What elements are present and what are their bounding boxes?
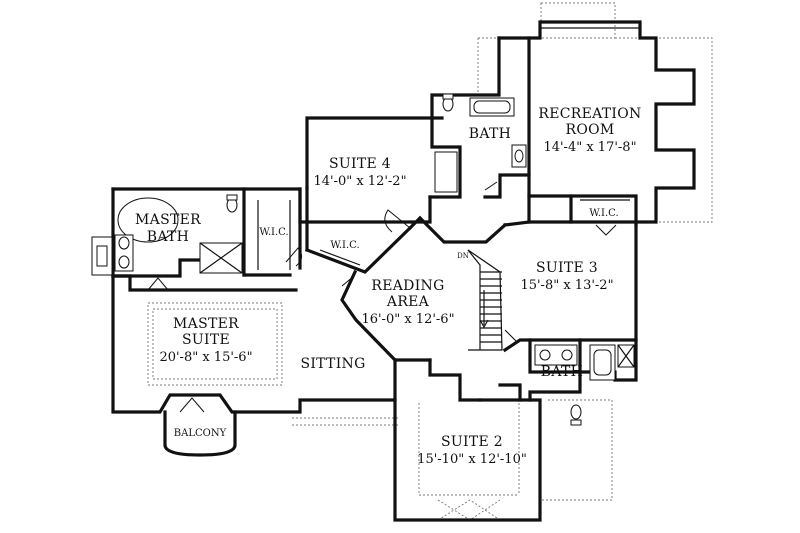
recreation-room-name-2: ROOM bbox=[565, 122, 614, 138]
wic-master-name: W.I.C. bbox=[259, 227, 288, 238]
wic-suite4-name: W.I.C. bbox=[330, 240, 359, 251]
suite2-dims: 15'-10" x 12'-10" bbox=[417, 452, 527, 467]
balcony-name: BALCONY bbox=[174, 428, 227, 439]
reading-area-dims: 16'-0" x 12'-6" bbox=[361, 312, 454, 327]
suite3-name: SUITE 3 bbox=[536, 260, 598, 276]
wic-rec-name: W.I.C. bbox=[589, 208, 618, 219]
suite2-name: SUITE 2 bbox=[441, 434, 503, 450]
suite4-name: SUITE 4 bbox=[329, 156, 391, 172]
walls bbox=[111, 20, 696, 522]
master-suite-dims: 20'-8" x 15'-6" bbox=[159, 350, 252, 365]
suite3-dims: 15'-8" x 13'-2" bbox=[520, 278, 613, 293]
master-bath-name-2: BATH bbox=[147, 229, 189, 245]
bath-right-name: BATH bbox=[541, 364, 583, 380]
room-labels: RECREATION ROOM 14'-4" x 17'-8" BATH SUI… bbox=[135, 106, 641, 467]
stair-dn-label: DN bbox=[457, 252, 469, 260]
reading-area-name-1: READING bbox=[371, 278, 444, 294]
master-suite-name-1: MASTER bbox=[173, 316, 239, 332]
recreation-room-dims: 14'-4" x 17'-8" bbox=[543, 140, 636, 155]
master-suite-name-2: SUITE bbox=[182, 332, 230, 348]
suite4-dims: 14'-0" x 12'-2" bbox=[313, 174, 406, 189]
master-bath-name-1: MASTER bbox=[135, 212, 201, 228]
recreation-room-name-1: RECREATION bbox=[538, 106, 641, 122]
balcony bbox=[163, 410, 237, 457]
fixtures bbox=[91, 27, 695, 521]
sitting-name: SITTING bbox=[300, 356, 365, 372]
reading-area-name-2: AREA bbox=[386, 294, 430, 310]
doors bbox=[147, 181, 617, 413]
bath-top-name: BATH bbox=[469, 126, 511, 142]
staircase bbox=[467, 249, 503, 351]
